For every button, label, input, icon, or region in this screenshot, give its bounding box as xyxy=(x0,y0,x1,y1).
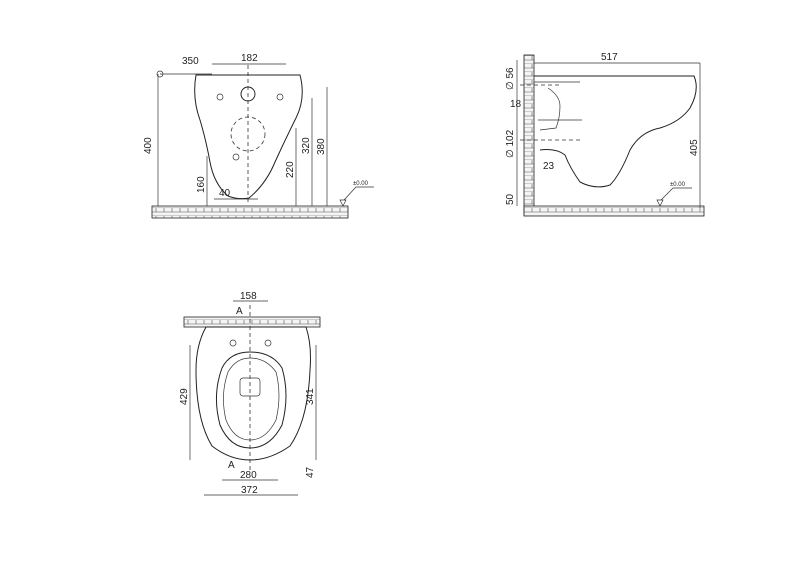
dim-350-text: 350 xyxy=(182,56,199,67)
front-bowl-outline xyxy=(194,74,303,200)
front-bolt-right xyxy=(276,93,284,101)
dim-380-text: 380 xyxy=(316,138,327,155)
top-wall xyxy=(183,316,321,328)
dim-102-text: ∅ 102 xyxy=(505,129,516,158)
front-bolt-low xyxy=(232,153,240,161)
top-bolt-left xyxy=(229,339,237,347)
dim-158-text: 158 xyxy=(240,291,257,302)
top-outlet xyxy=(239,377,261,397)
dim-400-text: 400 xyxy=(143,137,154,154)
side-wall xyxy=(523,54,535,216)
dim-23-text: 23 xyxy=(543,161,555,172)
front-bolt-left xyxy=(216,93,224,101)
dim-429-text: 429 xyxy=(179,388,190,405)
top-seat-inner xyxy=(223,357,280,441)
dim-40-text: 40 xyxy=(219,188,231,199)
side-bowl-outline xyxy=(534,75,697,188)
dim-405-text: 405 xyxy=(689,139,700,156)
side-floor xyxy=(523,205,705,217)
dim-220-text: 220 xyxy=(285,161,296,178)
side-view: 517 405 ∅ 56 18 ∅ 102 23 50 ±0.00 xyxy=(505,52,705,217)
dim-372-text: 372 xyxy=(241,485,258,496)
dim-18-text: 18 xyxy=(510,99,522,110)
top-bolt-right xyxy=(264,339,272,347)
front-view: 182 350 400 380 320 220 160 40 ±0.00 xyxy=(143,53,374,219)
top-view: 158 A 429 341 A 280 372 47 xyxy=(179,291,321,496)
side-level-text: ±0.00 xyxy=(670,182,686,188)
front-origin-mark xyxy=(156,70,164,78)
front-floor xyxy=(151,205,349,219)
top-seat-rim xyxy=(216,351,287,449)
dim-182-text: 182 xyxy=(241,53,258,64)
dim-47-text: 47 xyxy=(305,466,316,478)
section-mark-top: A xyxy=(236,306,243,317)
dim-56-text: ∅ 56 xyxy=(505,67,516,90)
section-mark-bottom: A xyxy=(228,460,235,471)
dim-320-text: 320 xyxy=(301,137,312,154)
side-inner-curve xyxy=(539,87,561,131)
front-level-text: ±0.00 xyxy=(353,181,369,187)
side-level-marker xyxy=(656,187,692,207)
dim-280-text: 280 xyxy=(240,470,257,481)
front-level-marker xyxy=(339,186,374,207)
dim-517-text: 517 xyxy=(601,52,618,63)
dim-50-text: 50 xyxy=(505,193,516,205)
dim-160-text: 160 xyxy=(196,176,207,193)
dim-341-text: 341 xyxy=(305,388,316,405)
